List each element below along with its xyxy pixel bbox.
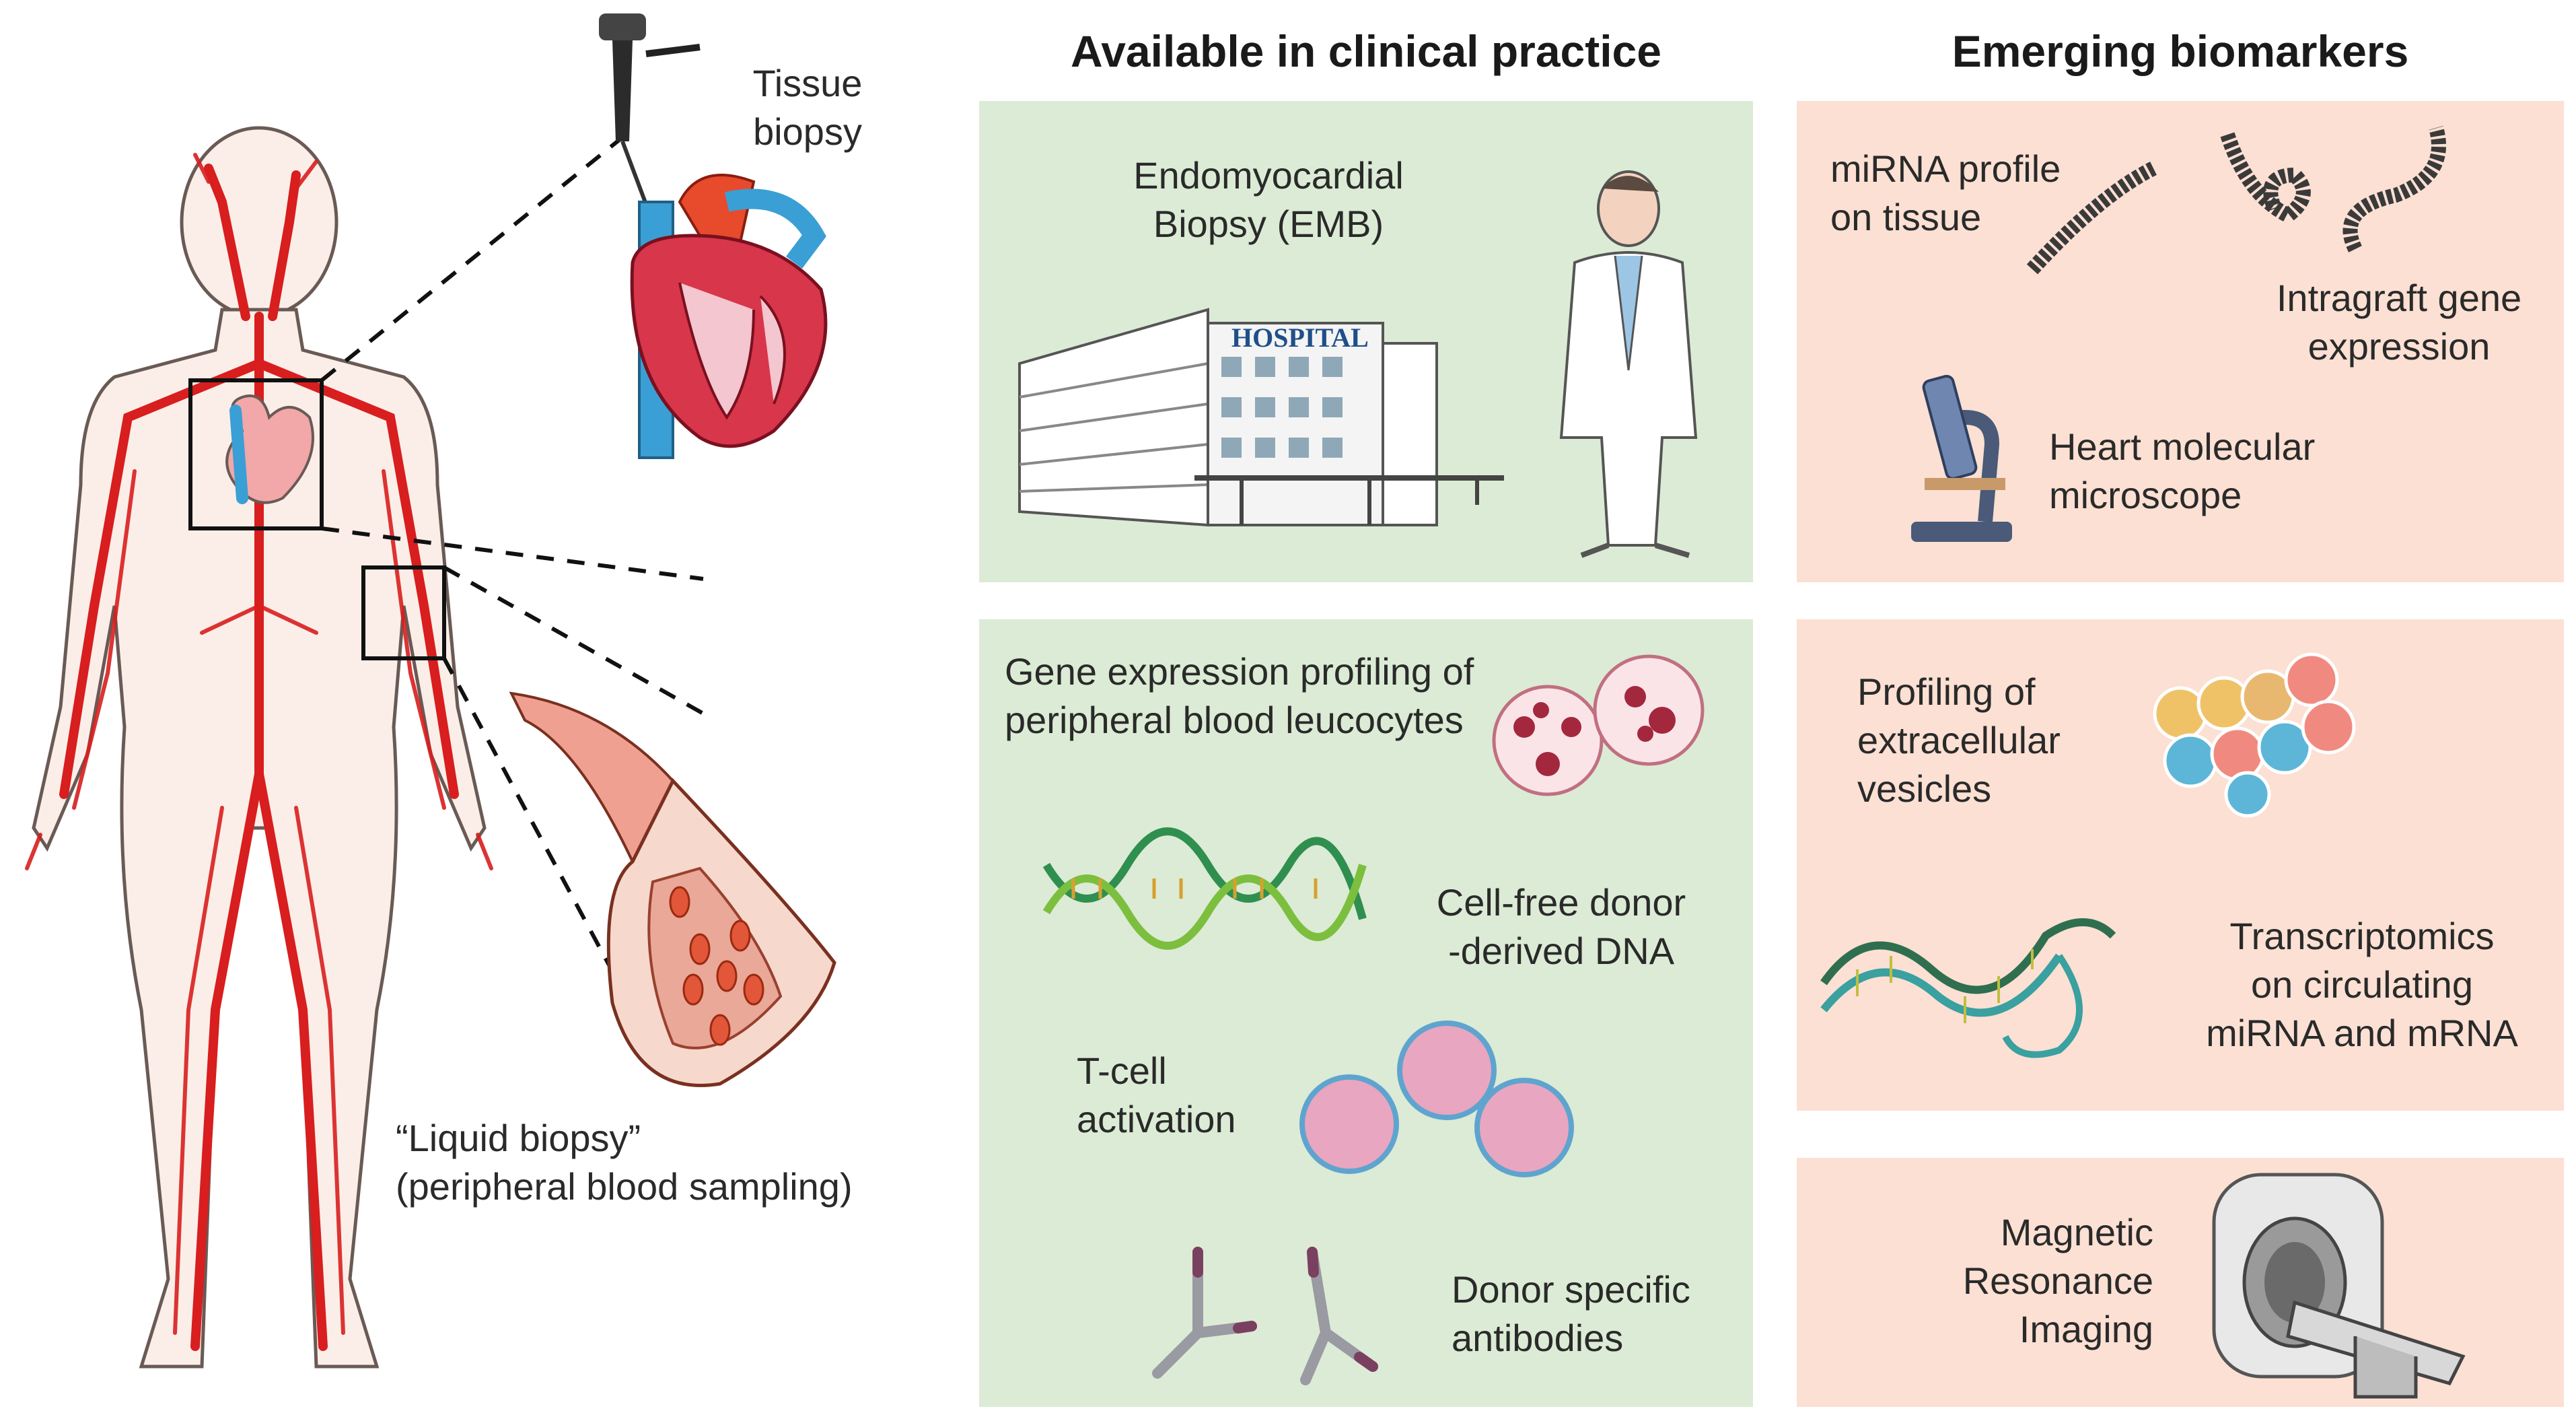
clinical-practice-heading: Available in clinical practice bbox=[1071, 26, 1661, 76]
heart-anatomy-icon bbox=[630, 174, 828, 459]
heart-zoom-box bbox=[188, 378, 324, 530]
arm-zoom-box bbox=[361, 565, 446, 660]
mri-scanner-icon bbox=[2212, 1173, 2466, 1399]
rna-icon bbox=[1820, 918, 2116, 1058]
hospital-sign: HOSPITAL bbox=[1231, 322, 1369, 353]
blood-vessel-icon bbox=[509, 691, 836, 1087]
liquid-biopsy-label: “Liquid biopsy”(peripheral blood samplin… bbox=[396, 1117, 853, 1208]
vesicles-icon bbox=[2153, 652, 2356, 818]
mirna-strands-icon bbox=[2026, 125, 2446, 275]
emerging-biomarkers-heading: Emerging biomarkers bbox=[1952, 26, 2409, 76]
dna-icon bbox=[1042, 827, 1367, 950]
microscope-icon bbox=[1911, 374, 2012, 542]
doctor-icon bbox=[1559, 170, 1698, 558]
hospital-icon bbox=[1018, 308, 1504, 527]
cfdna-label: Cell-free donor-derived DNA bbox=[1436, 881, 1686, 972]
antibodies-icon bbox=[1152, 1247, 1378, 1385]
human-body-illustration bbox=[25, 126, 705, 1369]
t-cells-icon bbox=[1299, 1021, 1574, 1177]
leucocytes-icon bbox=[1492, 654, 1705, 796]
emerging-panel-top bbox=[1797, 101, 2564, 582]
